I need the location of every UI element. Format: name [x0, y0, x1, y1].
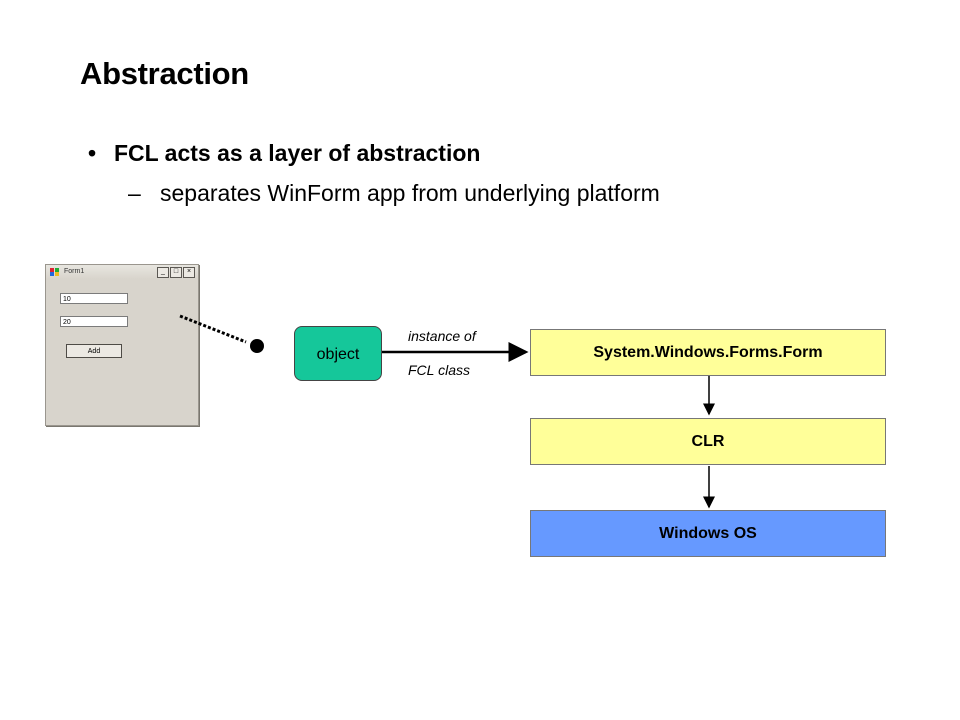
window-titlebar: Form1 _ □ ×: [46, 265, 198, 279]
dotted-link: [179, 314, 247, 344]
bullet-main: • FCL acts as a layer of abstraction: [88, 140, 480, 167]
window-title: Form1: [64, 268, 85, 275]
edge-label-fcl-class: FCL class: [408, 362, 470, 378]
minimize-icon: _: [157, 267, 169, 278]
bullet-text: FCL acts as a layer of abstraction: [114, 140, 481, 166]
textbox-2: 20: [60, 316, 128, 327]
maximize-icon: □: [170, 267, 182, 278]
sub-bullet-text: separates WinForm app from underlying pl…: [160, 180, 660, 206]
object-node: object: [294, 326, 382, 381]
edge-label-instance-of: instance of: [408, 328, 476, 344]
bullet-marker: •: [88, 140, 97, 166]
textbox-1: 10: [60, 293, 128, 304]
link-endpoint-dot: [250, 339, 264, 353]
winform-window: Form1 _ □ × 10 20 Add: [45, 264, 199, 426]
app-icon: [50, 268, 59, 276]
clr-box: CLR: [530, 418, 886, 465]
windows-os-box: Windows OS: [530, 510, 886, 557]
sub-bullet-marker: –: [128, 180, 141, 206]
form-class-box: System.Windows.Forms.Form: [530, 329, 886, 376]
slide-title: Abstraction: [80, 56, 249, 91]
bullet-sub: –separates WinForm app from underlying p…: [128, 180, 660, 207]
add-button: Add: [66, 344, 122, 358]
close-icon: ×: [183, 267, 195, 278]
